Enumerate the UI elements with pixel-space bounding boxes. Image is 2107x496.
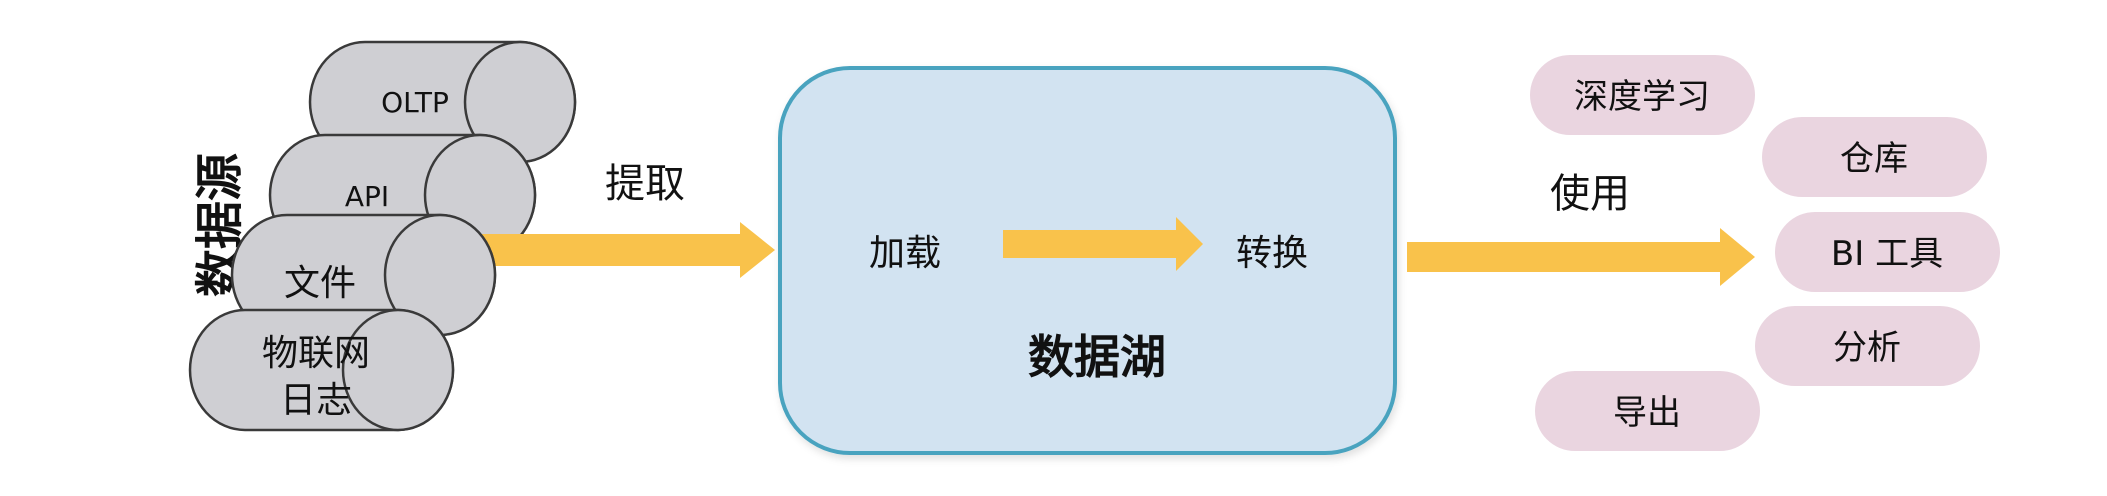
lake-transform-label: 转换 <box>1236 233 1308 274</box>
consumer-pill-deep-learning: 深度学习 <box>1530 55 1755 135</box>
source-cylinder-file: 文件 <box>230 213 497 337</box>
consumer-label-bi-tools: BI 工具 <box>1831 234 1943 274</box>
use-label: 使用 <box>1550 171 1630 217</box>
consumer-label-export: 导出 <box>1613 393 1681 433</box>
source-cylinder-iot-log: 物联网 日志 <box>188 308 455 432</box>
consumer-pill-export: 导出 <box>1535 371 1760 451</box>
source-label-oltp: OLTP <box>381 86 449 119</box>
source-label-file: 文件 <box>284 263 356 304</box>
extract-arrow <box>455 222 775 278</box>
consumer-label-analysis: 分析 <box>1833 328 1901 368</box>
data-lake-box <box>778 66 1397 455</box>
consumer-pill-analysis: 分析 <box>1755 306 1980 386</box>
source-label-iot: 物联网 <box>262 333 370 374</box>
extract-label: 提取 <box>605 161 685 207</box>
lake-load-label: 加载 <box>869 233 941 274</box>
source-label-log: 日志 <box>280 380 352 421</box>
source-label-api: API <box>345 180 389 213</box>
consumer-label-warehouse: 仓库 <box>1840 139 1908 179</box>
data-lake-title: 数据湖 <box>1028 330 1166 384</box>
consumer-pill-bi-tools: BI 工具 <box>1775 212 2000 292</box>
consumer-label-deep-learning: 深度学习 <box>1574 77 1710 117</box>
use-arrow <box>1407 228 1755 286</box>
load-transform-arrow <box>1003 217 1203 271</box>
consumer-pill-warehouse: 仓库 <box>1762 117 1987 197</box>
